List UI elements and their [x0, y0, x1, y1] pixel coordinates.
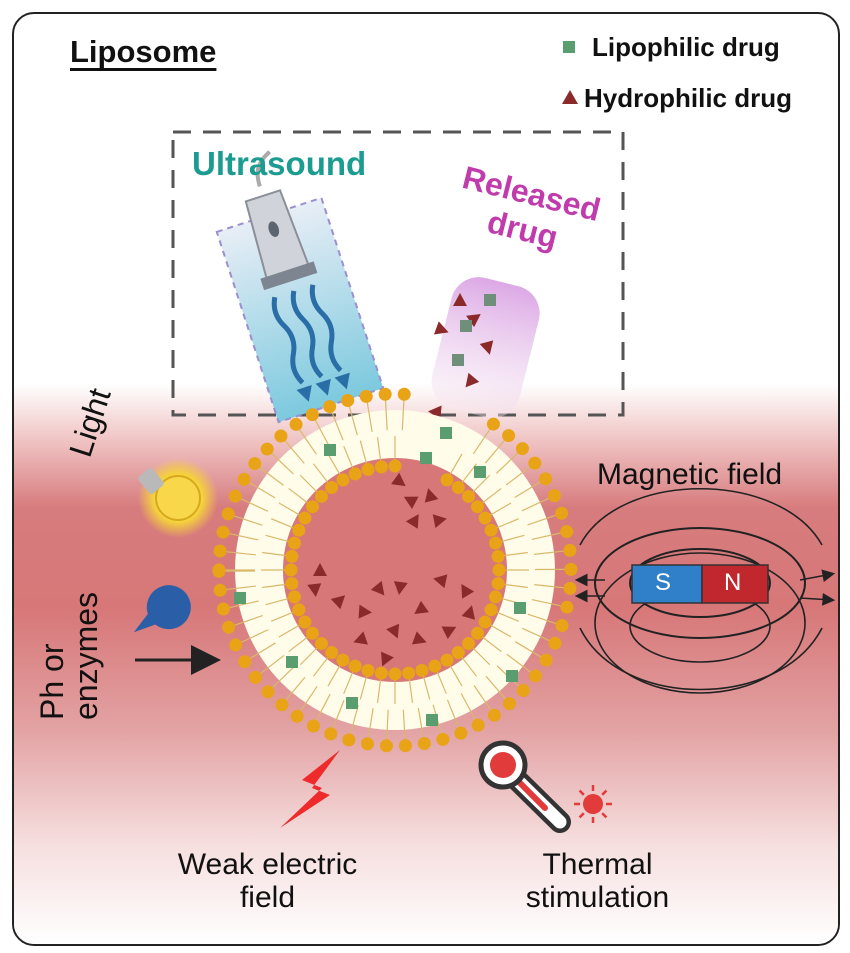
thermometer-icon: [478, 740, 571, 833]
thermal-line1: Thermal: [542, 848, 653, 881]
liposome: [212, 387, 578, 753]
magnetic-field: [574, 488, 836, 694]
legend-lipophilic-marker: [563, 41, 575, 53]
sun-icon: [574, 785, 612, 823]
magnet-s-label: S: [655, 569, 672, 596]
legend-hydrophilic-marker: [562, 90, 578, 104]
weak-line2: field: [239, 881, 296, 914]
ultrasound-dashed-box: [171, 130, 625, 417]
ph-line1: Ph or: [34, 643, 70, 720]
lipophilic-drug-membrane: [234, 427, 526, 726]
magnet-n-label: N: [724, 569, 742, 596]
magnetic-field-label: Magnetic field: [597, 458, 783, 491]
enzyme-pacman-icon: [133, 585, 191, 633]
lightning-bolt-icon: [280, 750, 340, 828]
weak-line1: Weak electric: [177, 848, 358, 881]
page-title: Liposome: [70, 34, 217, 69]
hydrophilic-drug-core: [307, 472, 476, 667]
lipid-tails: [223, 398, 568, 742]
ph-enzymes-label: Ph or enzymes: [34, 591, 104, 720]
thermal-line2: stimulation: [525, 881, 670, 914]
thermal-label: Thermal stimulation: [500, 848, 695, 914]
weak-electric-label: Weak electric field: [155, 848, 380, 914]
ultrasound-label: Ultrasound: [192, 145, 367, 182]
legend-lipophilic-label: Lipophilic drug: [592, 32, 780, 62]
light-bulb-icon: [138, 458, 218, 538]
ph-line2: enzymes: [67, 591, 104, 720]
legend-hydrophilic-label: Hydrophilic drug: [584, 83, 792, 113]
lipid-heads: [212, 387, 578, 753]
ultrasound-probe-icon: [215, 150, 385, 424]
released-drug-particles: [428, 293, 496, 420]
